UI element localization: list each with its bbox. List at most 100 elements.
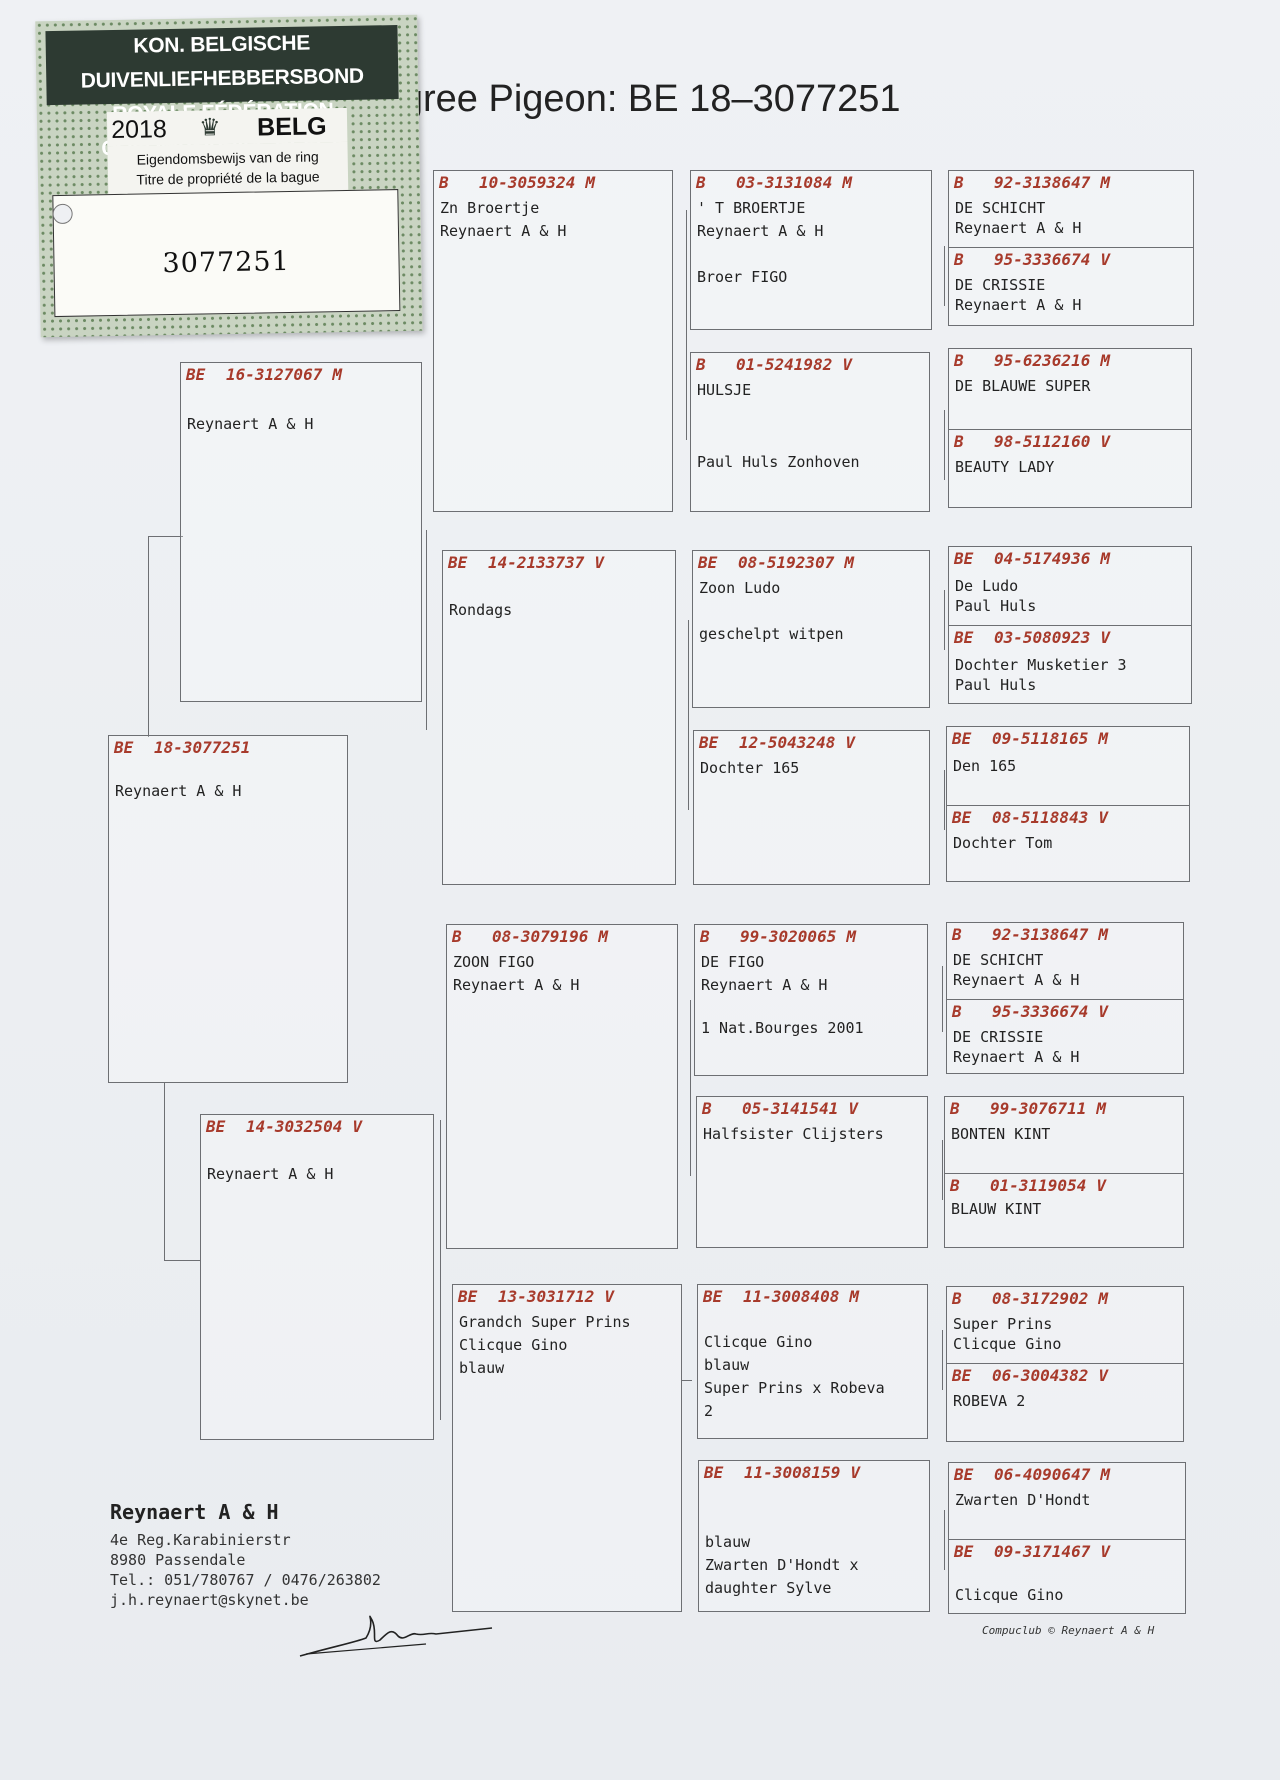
pigeon-info: ZOON FIGO	[453, 953, 535, 971]
pigeon-info: Zn Broertje	[440, 199, 540, 217]
pigeon-info: Rondags	[449, 601, 513, 619]
pigeon-info: BEAUTY LADY	[955, 458, 1055, 476]
card-ring-number: 3077251	[162, 245, 291, 280]
pigeon-info: Zoon Ludo	[699, 579, 781, 597]
pigeon-info: blauw	[705, 1533, 751, 1551]
card-body: 3077251	[52, 189, 401, 318]
pigeon-info: Dochter Musketier 3	[955, 656, 1127, 674]
card-punch-hole	[52, 203, 73, 225]
connector	[686, 210, 693, 440]
pigeon-info: Halfsister Clijsters	[703, 1125, 884, 1143]
pigeon-info: Dochter Tom	[953, 834, 1053, 852]
connector	[944, 590, 951, 650]
pigeon-info: ROBEVA 2	[953, 1392, 1026, 1410]
connector	[944, 410, 951, 480]
card-header: KON. BELGISCHE DUIVENLIEFHEBBERSBOND ROY…	[45, 25, 399, 160]
owner-name: Reynaert A & H	[110, 1500, 279, 1524]
card-year-row: 2018 ♛ BELG	[106, 107, 348, 147]
pigeon-info: Reynaert A & H	[115, 782, 242, 800]
pigeon-info: blauw	[704, 1356, 750, 1374]
pigeon-info: Super Prins x Robeva	[704, 1379, 885, 1397]
pigeon-info: 2	[704, 1402, 714, 1420]
pigeon-info: blauw	[459, 1359, 505, 1377]
connector	[944, 246, 951, 306]
pigeon-info: Reynaert A & H	[440, 222, 567, 240]
pigeon-info: 1 Nat.Bourges 2001	[701, 1019, 864, 1037]
pigeon-info: Reynaert A & H	[453, 976, 580, 994]
pigeon-info: Paul Huls Zonhoven	[697, 453, 860, 471]
connector	[690, 1000, 697, 1176]
owner-email: j.h.reynaert@skynet.be	[110, 1591, 309, 1609]
pigeon-info: De Ludo	[955, 577, 1019, 595]
owner-block: Reynaert A & H 4e Reg.Karabinierstr 8980…	[110, 1500, 381, 1610]
pigeon-info: Clicque Gino	[459, 1336, 568, 1354]
connector	[426, 530, 435, 730]
pigeon-info: DE CRISSIE	[955, 276, 1046, 294]
pigeon-info: daughter Sylve	[705, 1579, 832, 1597]
connector	[164, 1082, 201, 1261]
pigeon-info: Dochter 165	[700, 759, 800, 777]
card-country: BELG	[256, 112, 327, 142]
pigeon-info: Clicque Gino	[704, 1333, 813, 1351]
pigeon-info: DE SCHICHT	[955, 199, 1046, 217]
pigeon-info: Reynaert A & H	[955, 219, 1082, 237]
page-title: ligree Pigeon: BE 18–3077251	[385, 78, 901, 120]
footer-credit: Compuclub © Reynaert A & H	[982, 1624, 1155, 1637]
federation-name-nl: KON. BELGISCHE DUIVENLIEFHEBBERSBOND	[80, 31, 365, 93]
card-label-fr: Titre de propriété de la bague	[136, 168, 320, 188]
owner-city: 8980 Passendale	[110, 1551, 246, 1569]
owner-phone: Tel.: 051/780767 / 0476/263802	[110, 1571, 381, 1589]
pigeon-info: Reynaert A & H	[207, 1165, 334, 1183]
card-year: 2018	[110, 115, 168, 145]
pigeon-info: Reynaert A & H	[701, 976, 828, 994]
pigeon-info: HULSJE	[697, 381, 752, 399]
pigeon-info: Reynaert A & H	[697, 222, 824, 240]
